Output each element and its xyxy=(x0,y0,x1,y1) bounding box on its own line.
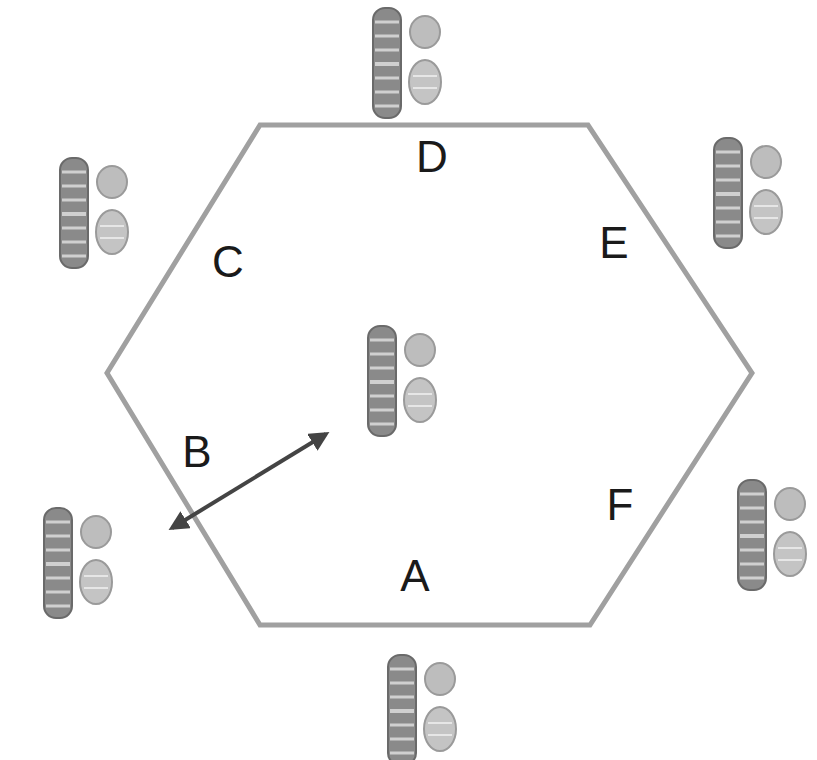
side-label: C xyxy=(212,240,244,284)
side-label: B xyxy=(182,430,211,474)
side-label: F xyxy=(607,483,634,527)
side-label: E xyxy=(599,221,628,265)
side-label: D xyxy=(416,135,448,179)
side-label: A xyxy=(400,554,429,598)
